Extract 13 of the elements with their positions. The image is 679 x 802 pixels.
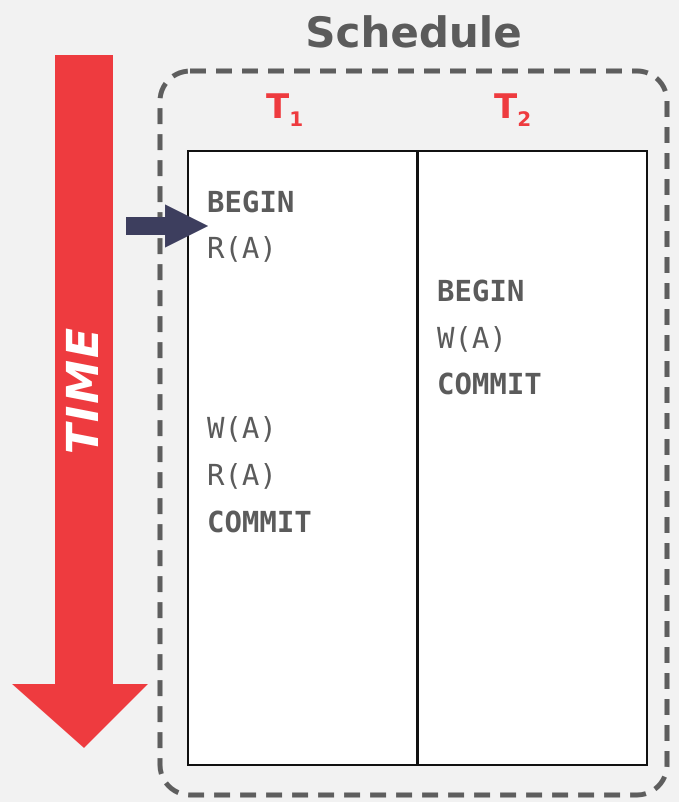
time-label: TIME bbox=[62, 326, 106, 454]
pointer-arrow bbox=[126, 204, 208, 248]
operation-text: R(A) bbox=[207, 461, 277, 490]
operation-text: COMMIT bbox=[207, 508, 312, 537]
operation-text: W(A) bbox=[207, 414, 277, 443]
operation-text: COMMIT bbox=[437, 370, 542, 399]
operation-text: BEGIN bbox=[207, 188, 294, 217]
transaction-heading: T$_{1}$ bbox=[266, 90, 304, 129]
operation-text: W(A) bbox=[437, 324, 507, 353]
transaction-heading: T$_{2}$ bbox=[494, 90, 532, 129]
operation-text: R(A) bbox=[207, 234, 277, 263]
schedule-title: Schedule bbox=[304, 10, 523, 56]
operation-text: BEGIN bbox=[437, 277, 524, 306]
